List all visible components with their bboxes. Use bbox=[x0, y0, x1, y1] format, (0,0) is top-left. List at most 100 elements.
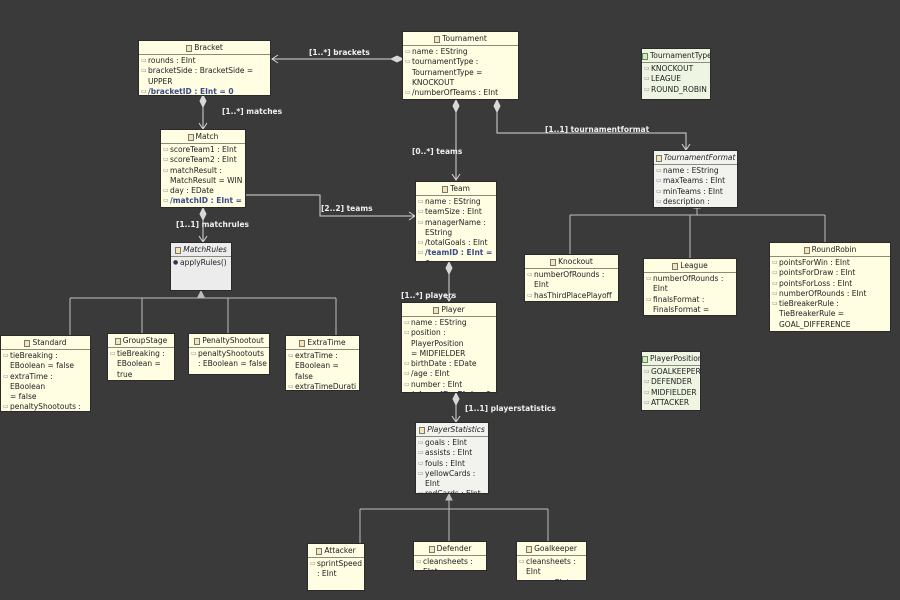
attribute-row[interactable]: ▭penaltyShootouts : EBoolean = false bbox=[191, 349, 267, 370]
attribute-row[interactable]: ▭/bracketID : EInt = 0 bbox=[141, 87, 268, 95]
enum-literal[interactable]: ▭ROUND_ROBIN bbox=[644, 85, 708, 95]
attribute-row[interactable]: ▭/numberOfTeams : EInt bbox=[405, 88, 516, 98]
enum-tournamenttype[interactable]: TournamentType▭KNOCKOUT▭LEAGUE▭ROUND_ROB… bbox=[641, 48, 711, 100]
class-defender[interactable]: Defender▭cleansheets : EInt bbox=[413, 541, 487, 571]
attribute-row[interactable]: ▭day : EDate bbox=[163, 186, 243, 196]
enum-literal[interactable]: ▭ATTACKER bbox=[644, 398, 698, 408]
attribute-row[interactable]: ▭name : EString bbox=[418, 197, 494, 207]
attribute-row[interactable]: ▭assists : EInt bbox=[418, 448, 486, 458]
attribute-row[interactable]: ▭/teamID : EInt = 0 bbox=[418, 248, 494, 261]
attribute-row[interactable]: ▭saves : EInt bbox=[519, 578, 584, 580]
class-attacker[interactable]: Attacker▭sprintSpeed : EInt bbox=[307, 543, 365, 591]
attribute-row[interactable]: ▭matchResult : MatchResult = WIN bbox=[163, 166, 243, 187]
attribute-row[interactable]: ▭pointsForLoss : EInt bbox=[772, 279, 888, 289]
enum-literal[interactable]: ▭GOALKEEPER bbox=[644, 367, 700, 377]
class-roundrobin[interactable]: RoundRobin▭pointsForWin : EInt▭pointsFor… bbox=[769, 242, 891, 332]
attribute-row[interactable]: ▭/matchID : EInt = 0 bbox=[163, 196, 243, 207]
attribute-row[interactable]: ▭redCards : EInt bbox=[418, 489, 486, 493]
attribute-row[interactable]: ▭extraTimeDurati on : EInt bbox=[288, 381, 357, 391]
attribute-row[interactable]: ▭scoreTeam1 : EInt bbox=[163, 145, 243, 155]
class-attributes: ▭numberOfRounds : EInt▭hasThirdPlacePlay… bbox=[525, 269, 618, 301]
class-extratime[interactable]: ExtraTime▭extraTime : EBoolean = false▭e… bbox=[285, 335, 360, 391]
attribute-row[interactable]: ▭rounds : EInt bbox=[141, 56, 268, 66]
class-attributes: ▭numberOfRounds : EInt▭finalsFormat : Fi… bbox=[644, 273, 736, 315]
attribute-row[interactable]: ▭extraTime : EBoolean = false bbox=[288, 351, 357, 382]
class-attributes: ▭name : EString▭position : PlayerPositio… bbox=[402, 317, 496, 392]
attribute-row[interactable]: ▭birthDate : EDate bbox=[404, 359, 494, 369]
attribute-row[interactable]: ▭name : EString bbox=[405, 47, 516, 57]
class-tournamentformat[interactable]: TournamentFormat▭name : EString▭maxTeams… bbox=[653, 150, 738, 208]
attribute-row[interactable]: ▭pointsForWin : EInt bbox=[772, 258, 888, 268]
attribute-row[interactable]: ▭sprintSpeed : EInt bbox=[310, 559, 362, 580]
attribute-row[interactable]: ▭penaltyShootouts : EBoolean = false bbox=[3, 402, 88, 411]
attribute-row[interactable]: ▭/playerID : EInt = 0 bbox=[404, 390, 494, 392]
class-header: Player bbox=[402, 303, 496, 317]
attribute-row[interactable]: ▭fouls : EInt bbox=[418, 459, 486, 469]
attribute-text: extraTimeDurati on : EInt bbox=[295, 381, 357, 391]
attribute-row[interactable]: ▭extraTime : EBoolean = false bbox=[3, 372, 88, 403]
class-player[interactable]: Player▭name : EString▭position : PlayerP… bbox=[401, 302, 497, 393]
attribute-row[interactable]: ▭finalsFormat : FinalsFormat = SINGLE_FI… bbox=[646, 295, 734, 315]
attribute-icon: ▭ bbox=[404, 390, 411, 392]
attribute-row[interactable]: ▭position : PlayerPosition = MIDFIELDER bbox=[404, 328, 494, 359]
attribute-row[interactable]: ▭/totalGoals : EInt bbox=[418, 238, 494, 248]
attribute-icon: ▭ bbox=[772, 259, 778, 266]
attribute-row[interactable]: ▭tieBreaking : EBoolean = true bbox=[110, 349, 172, 380]
attribute-row[interactable]: ▭hasThirdPlacePlayoff : EBoolean = false bbox=[527, 291, 616, 301]
class-header: RoundRobin bbox=[770, 243, 890, 257]
class-penaltyshootout[interactable]: PenaltyShootout▭penaltyShootouts : EBool… bbox=[188, 333, 270, 375]
operation-row[interactable]: ●applyRules() bbox=[173, 258, 229, 268]
class-attributes: ▭name : EString▭tournamentType : Tournam… bbox=[403, 46, 518, 99]
attribute-row[interactable]: ▭teamSize : EInt bbox=[418, 207, 494, 217]
attribute-icon: ▭ bbox=[418, 449, 424, 457]
class-bracket[interactable]: Bracket▭rounds : EInt▭bracketSide : Brac… bbox=[138, 40, 271, 96]
class-groupstage[interactable]: GroupStage▭tieBreaking : EBoolean = true bbox=[107, 333, 175, 381]
enum-literal[interactable]: ▭LEAGUE bbox=[644, 74, 708, 84]
class-playerstatistics[interactable]: PlayerStatistics ▭goals : EInt▭assists : … bbox=[415, 422, 489, 494]
attribute-icon: ▭ bbox=[404, 370, 410, 378]
attribute-row[interactable]: ▭bracketSide : BracketSide = UPPER bbox=[141, 66, 268, 87]
class-header: PlayerStatistics bbox=[416, 423, 488, 437]
attribute-row[interactable]: ▭description : EString bbox=[656, 197, 735, 207]
attribute-row[interactable]: ▭tournamentType : TournamentType = KNOCK… bbox=[405, 57, 516, 88]
class-team[interactable]: Team▭name : EString▭teamSize : EInt▭mana… bbox=[415, 181, 497, 262]
class-standard[interactable]: Standard▭tieBreaking : EBoolean = false▭… bbox=[0, 335, 91, 412]
class-tournament[interactable]: Tournament▭name : EString▭tournamentType… bbox=[402, 31, 519, 100]
attribute-row[interactable]: ▭cleansheets : EInt bbox=[519, 557, 584, 578]
attribute-row[interactable]: ▭pointsForDraw : EInt bbox=[772, 268, 888, 278]
attribute-icon: ▭ bbox=[644, 85, 650, 93]
class-league[interactable]: League▭numberOfRounds : EInt▭finalsForma… bbox=[643, 258, 737, 316]
attribute-row[interactable]: ▭name : EString bbox=[404, 318, 494, 328]
attribute-row[interactable]: ▭tieBreakerRule : TieBreakerRule = GOAL_… bbox=[772, 299, 888, 330]
class-knockout[interactable]: Knockout▭numberOfRounds : EInt▭hasThirdP… bbox=[524, 254, 619, 302]
attribute-row[interactable]: ▭maxTeams : EInt bbox=[656, 176, 735, 186]
edge-label-brackets: [1..*] brackets bbox=[309, 48, 370, 57]
attribute-icon: ▭ bbox=[404, 360, 410, 368]
attribute-row[interactable]: ▭/age : EInt bbox=[404, 369, 494, 379]
enum-literal[interactable]: ▭KNOCKOUT bbox=[644, 64, 708, 74]
attribute-row[interactable]: ▭goals : EInt bbox=[418, 438, 486, 448]
attribute-row[interactable]: ▭tieBreaking : EBoolean = false bbox=[3, 351, 88, 372]
class-name: PlayerStatistics bbox=[427, 425, 485, 434]
attribute-row[interactable]: ▭number : EInt bbox=[404, 380, 494, 390]
class-match[interactable]: Match▭scoreTeam1 : EInt▭scoreTeam2 : EIn… bbox=[160, 129, 246, 208]
attribute-text: rounds : EInt bbox=[148, 56, 196, 65]
attribute-row[interactable]: ▭numberOfRounds : EInt bbox=[646, 274, 734, 295]
enum-literal[interactable]: ▭DEFENDER bbox=[644, 377, 698, 387]
enum-literal[interactable]: ▭MIDFIELDER bbox=[644, 388, 698, 398]
attribute-row[interactable]: ▭cleansheets : EInt bbox=[416, 557, 484, 570]
attribute-row[interactable]: ▭minTeams : EInt bbox=[656, 187, 735, 197]
class-goalkeeper[interactable]: Goalkeeper▭cleansheets : EInt▭saves : EI… bbox=[516, 541, 587, 581]
class-attributes: ▭pointsForWin : EInt▭pointsForDraw : EIn… bbox=[770, 257, 890, 331]
attribute-row[interactable]: ▭scoreTeam2 : EInt bbox=[163, 155, 243, 165]
interface-matchrules[interactable]: MatchRules●applyRules() bbox=[170, 242, 232, 291]
attribute-row[interactable]: ▭numberOfRounds : EInt bbox=[527, 270, 616, 291]
attribute-row[interactable]: ▭numberOfRounds : EInt bbox=[772, 289, 888, 299]
enum-playerposition[interactable]: PlayerPosition▭GOALKEEPER▭DEFENDER▭MIDFI… bbox=[641, 351, 701, 411]
attribute-row[interactable]: ▭yellowCards : EInt bbox=[418, 469, 486, 490]
class-header: PenaltyShootout bbox=[189, 334, 269, 348]
attribute-row[interactable]: ▭name : EString bbox=[656, 166, 735, 176]
attribute-icon: ▭ bbox=[3, 372, 9, 380]
attribute-icon: ▭ bbox=[644, 378, 650, 386]
attribute-row[interactable]: ▭managerName : EString bbox=[418, 218, 494, 239]
